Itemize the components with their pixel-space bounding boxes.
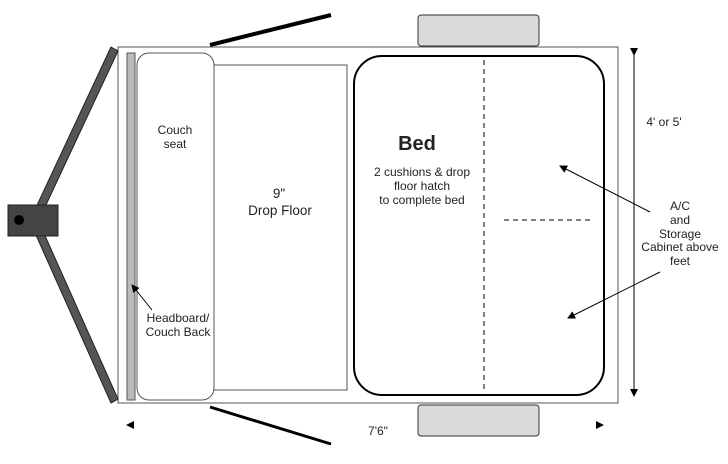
storage-arrow-lower bbox=[567, 271, 661, 319]
door-line-top bbox=[209, 13, 332, 47]
wheel-bottom bbox=[417, 404, 540, 437]
drop-floor-label: Drop Floor bbox=[248, 203, 312, 218]
tongue-upper-bar bbox=[30, 46, 119, 223]
couch-seat-label: Couch seat bbox=[157, 123, 193, 151]
bed-note: 2 cushions & drop floor hatch to complet… bbox=[373, 165, 471, 207]
drop-floor bbox=[213, 64, 348, 391]
couch-seat bbox=[136, 52, 215, 401]
length-dimension-arrow-left bbox=[126, 421, 134, 429]
wheel-top bbox=[417, 14, 540, 47]
length-dimension-arrow-right bbox=[596, 421, 604, 429]
bed-title: Bed bbox=[398, 133, 436, 155]
storage-note: A/C and Storage Cabinet above feet bbox=[641, 199, 719, 269]
drop-floor-size-label: 9" bbox=[272, 186, 286, 201]
tongue-lower-bar bbox=[30, 219, 119, 404]
bed bbox=[353, 55, 605, 396]
width-dimension-label: 4' or 5' bbox=[646, 115, 682, 129]
headboard bbox=[126, 52, 136, 401]
headboard-arrow bbox=[131, 284, 153, 311]
length-dimension-label: 7'6" bbox=[368, 424, 388, 438]
door-line-bottom bbox=[209, 405, 332, 446]
headboard-label: Headboard/ Couch Back bbox=[145, 311, 211, 339]
hitch-ball bbox=[14, 215, 24, 225]
